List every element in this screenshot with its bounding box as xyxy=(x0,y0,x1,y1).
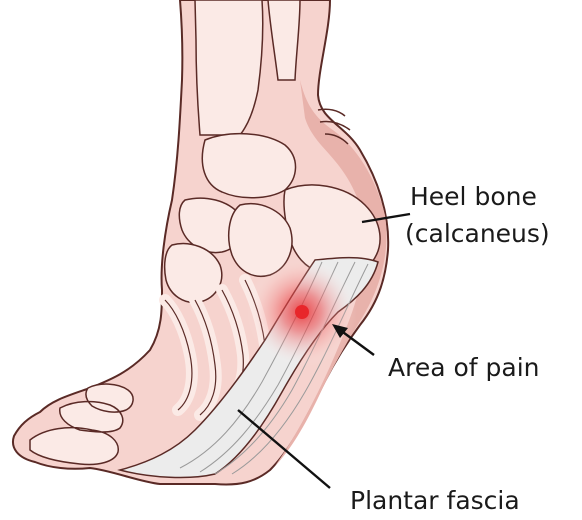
heel-bone-label-line2: (calcaneus) xyxy=(405,218,550,249)
heel-bone-label-line1: Heel bone xyxy=(410,181,537,212)
area-of-pain-label: Area of pain xyxy=(388,352,540,383)
talus-bone xyxy=(202,134,295,198)
plantar-fascia-label: Plantar fascia xyxy=(350,485,520,516)
pain-point-dot xyxy=(295,305,309,319)
